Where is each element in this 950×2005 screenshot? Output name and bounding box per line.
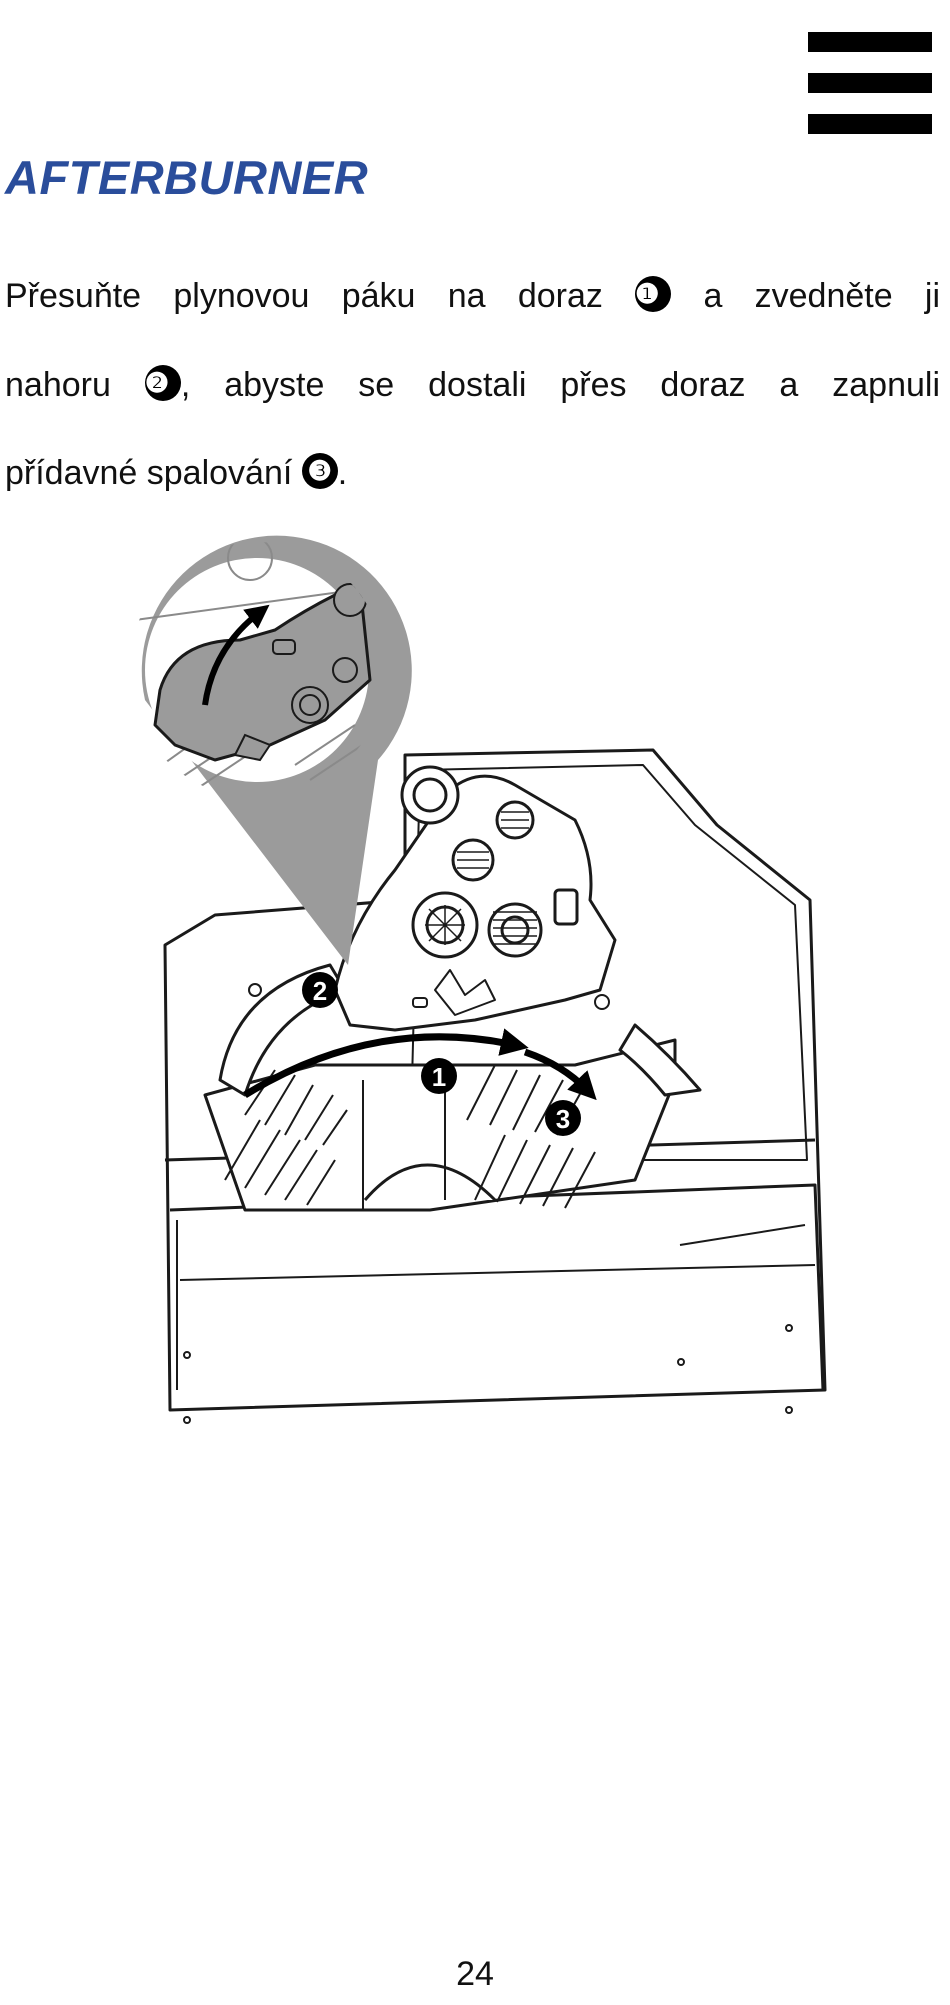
throttle-illustration: 2 1 3: [134, 535, 827, 1424]
instruction-line-2: nahoru ❷, abyste se dostali přes doraz a…: [5, 365, 940, 405]
menu-bar-top: [808, 32, 932, 52]
magnifier-callout: [134, 535, 412, 965]
quadrant-screws: [248, 983, 610, 1010]
throttle-handle: [333, 765, 617, 1032]
quadrant-slots: [224, 1064, 596, 1209]
menu-bar-bottom: [808, 114, 932, 134]
callout-2-label: 2: [313, 976, 327, 1006]
menu-bar-middle: [808, 73, 932, 93]
step-2-badge: ❷: [144, 365, 181, 401]
instruction-line-1: Přesuňte plynovou páku na doraz ❶ a zved…: [5, 276, 940, 316]
knob-ribs: [425, 811, 537, 945]
callout-2: 2: [302, 972, 338, 1008]
callout-1: 1: [421, 1058, 457, 1094]
step-3-badge: ❸: [301, 453, 338, 489]
section-title: AFTERBURNER: [5, 151, 369, 204]
afterburner-arrow: [523, 1048, 597, 1101]
callout-1-label: 1: [432, 1062, 446, 1092]
instruction-text: .: [337, 454, 348, 492]
instruction-text: přídavné spalování: [5, 454, 293, 492]
hamburger-menu-icon[interactable]: [808, 32, 932, 134]
instruction-text: a zvedněte ji: [703, 277, 940, 315]
callout-3-label: 3: [556, 1104, 570, 1134]
instruction-line-3: přídavné spalování ❸.: [5, 453, 940, 493]
instruction-text: , abyste se dostali přes doraz a zapnuli: [180, 366, 940, 404]
page-number: 24: [456, 1955, 494, 1993]
instruction-text: Přesuňte plynovou páku na doraz: [5, 277, 603, 315]
instruction-text: nahoru: [5, 366, 111, 404]
step-1-badge: ❶: [635, 276, 672, 312]
forward-arrow: [243, 1028, 529, 1098]
base-screws: [183, 1324, 793, 1424]
callout-3: 3: [545, 1100, 581, 1136]
